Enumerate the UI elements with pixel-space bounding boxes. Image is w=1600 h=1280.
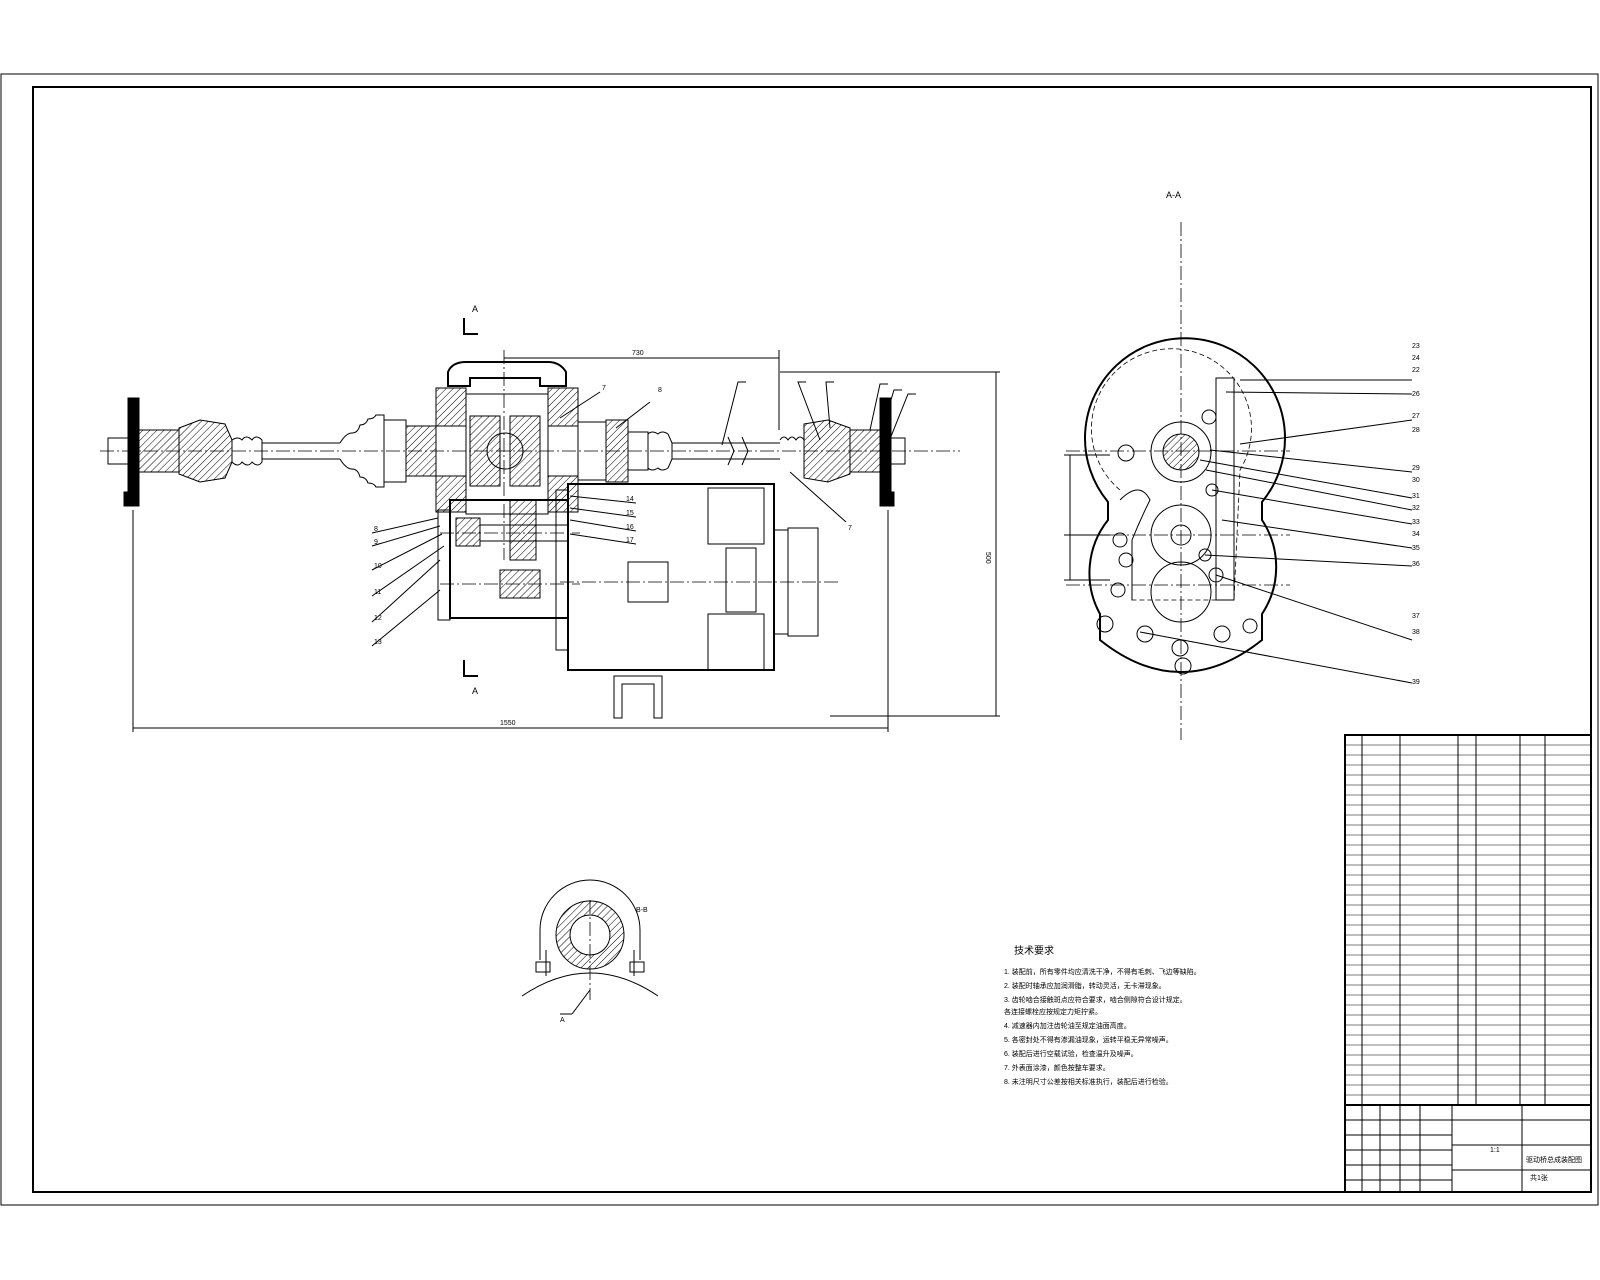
section-marker-bottom: A — [472, 686, 478, 696]
section-marker-top: A — [472, 304, 478, 314]
note-line-6: 5. 各密封处不得有渗漏油现象，运转平稳无异常噪声。 — [1004, 1035, 1173, 1044]
note-line-1: 1. 装配前，所有零件均应清洗干净，不得有毛刺、飞边等缺陷。 — [1004, 967, 1201, 976]
callouts-left: 8 9 10 11 12 13 — [371, 517, 445, 647]
bolt-holes — [1096, 409, 1258, 675]
callout-39: 39 — [1412, 679, 1420, 686]
main-assembly-view: A A 730 1550 500 8 9 10 11 12 13 — [100, 304, 1000, 732]
outer-border — [0, 73, 1599, 1206]
detail-title: B-B — [636, 907, 648, 914]
callout-35: 35 — [1412, 545, 1420, 552]
note-line-3: 3. 齿轮啮合接触斑点应符合要求，啮合侧隙符合设计规定。 — [1004, 995, 1187, 1004]
parts-list — [1344, 734, 1592, 1106]
callout-24: 24 — [1412, 355, 1420, 362]
note-line-8: 7. 外表面涂漆，颜色按整车要求。 — [1004, 1063, 1110, 1072]
technical-notes: 技术要求 1. 装配前，所有零件均应清洗干净，不得有毛刺、飞边等缺陷。 2. 装… — [1004, 944, 1201, 1086]
notes-title: 技术要求 — [1014, 944, 1054, 957]
callout-right-7: 7 — [848, 525, 852, 532]
callout-23: 23 — [1412, 343, 1420, 350]
callout-12: 12 — [374, 615, 382, 622]
drawing-sheet: 共1张 — [1530, 1173, 1548, 1182]
callouts-mid: 14 15 16 17 — [569, 495, 637, 545]
inner-frame — [32, 86, 1592, 1193]
note-line-7: 6. 装配后进行空载试验，检查温升及噪声。 — [1004, 1049, 1138, 1058]
callout-32: 32 — [1412, 505, 1420, 512]
callout-30: 30 — [1412, 477, 1420, 484]
callout-22: 22 — [1412, 367, 1420, 374]
callout-15: 15 — [626, 510, 634, 517]
drawing-name: 驱动桥总成装配图 — [1526, 1155, 1582, 1164]
callout-36: 36 — [1412, 561, 1420, 568]
note-line-9: 8. 未注明尺寸公差按相关标准执行，装配后进行检验。 — [1004, 1077, 1173, 1086]
callout-31: 31 — [1412, 493, 1420, 500]
dimension-height: 500 — [984, 552, 991, 564]
callout-34: 34 — [1412, 531, 1420, 538]
note-line-2: 2. 装配时轴承应加润滑脂，转动灵活，无卡滞现象。 — [1004, 981, 1166, 990]
callout-13: 13 — [374, 639, 382, 646]
callout-28: 28 — [1412, 427, 1420, 434]
callout-27: 27 — [1412, 413, 1420, 420]
callout-26: 26 — [1412, 391, 1420, 398]
callout-14: 14 — [626, 496, 634, 503]
note-line-4: 各连接螺栓应按规定力矩拧紧。 — [1004, 1007, 1102, 1016]
section-aa-view: A-A — [1064, 190, 1420, 740]
drawing-scale: 1:1 — [1490, 1147, 1500, 1154]
callout-17: 17 — [626, 537, 634, 544]
callout-top-8: 8 — [658, 387, 662, 394]
callout-top-7: 7 — [602, 385, 606, 392]
section-aa-title: A-A — [1166, 190, 1181, 200]
callout-8: 8 — [374, 526, 378, 533]
callout-10: 10 — [374, 563, 382, 570]
note-line-5: 4. 减速器内加注齿轮油至规定油面高度。 — [1004, 1021, 1131, 1030]
dimension-overall-length: 1550 — [500, 720, 516, 727]
callout-38: 38 — [1412, 629, 1420, 636]
callout-29: 29 — [1412, 465, 1420, 472]
callouts-top: 7 8 7 — [559, 381, 916, 532]
callout-33: 33 — [1412, 519, 1420, 526]
dimension-top-span: 730 — [632, 350, 644, 357]
title-block: 驱动桥总成装配图 1:1 共1张 — [1344, 1104, 1592, 1193]
callout-11: 11 — [374, 589, 381, 596]
detail-view: B-B A — [521, 879, 659, 1024]
callout-37: 37 — [1412, 613, 1420, 620]
detail-marker: A — [560, 1017, 565, 1024]
callouts-aa: 23 24 22 26 27 28 29 30 31 32 33 34 35 3… — [1139, 343, 1420, 686]
callout-9: 9 — [374, 539, 378, 546]
callout-16: 16 — [626, 524, 634, 531]
